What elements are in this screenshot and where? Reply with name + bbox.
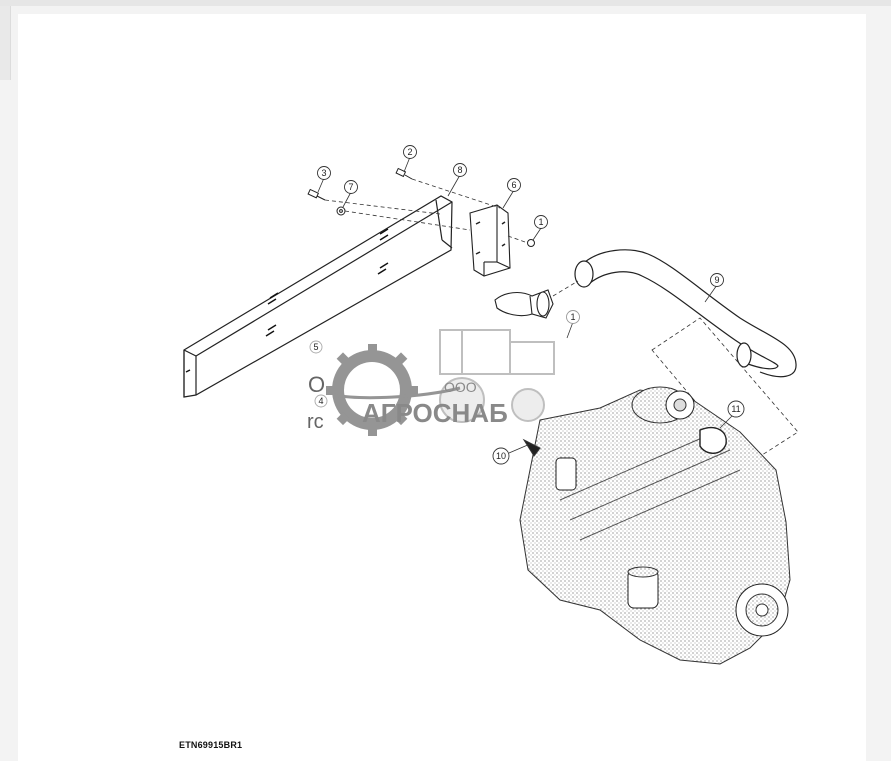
svg-text:3: 3 bbox=[321, 168, 326, 178]
svg-text:1: 1 bbox=[570, 312, 575, 322]
svg-text:9: 9 bbox=[714, 275, 719, 285]
svg-text:10: 10 bbox=[496, 451, 506, 461]
svg-text:6: 6 bbox=[511, 180, 516, 190]
watermark-company-name: АГРОСНАБ bbox=[362, 398, 508, 428]
callout-5: 5 bbox=[309, 340, 323, 354]
svg-text:7: 7 bbox=[348, 182, 353, 192]
svg-text:1: 1 bbox=[538, 217, 543, 227]
svg-text:8: 8 bbox=[457, 165, 462, 175]
callout-8: 8 bbox=[453, 163, 467, 177]
watermark-fragment-1: О bbox=[308, 372, 325, 397]
callout-3: 3 bbox=[317, 166, 331, 180]
callout-1a: 1 bbox=[534, 215, 548, 229]
svg-text:2: 2 bbox=[407, 147, 412, 157]
watermark-fragment-2: rc bbox=[307, 411, 324, 433]
callout-9: 9 bbox=[710, 273, 724, 287]
bolt-part bbox=[307, 167, 535, 247]
watermark-logo: ООО АГРОСНАБ О rc bbox=[307, 329, 555, 436]
svg-text:5: 5 bbox=[313, 342, 318, 352]
svg-text:4: 4 bbox=[318, 396, 323, 406]
callout-2: 2 bbox=[403, 145, 417, 159]
callout-7: 7 bbox=[344, 180, 358, 194]
top-bar bbox=[0, 0, 891, 6]
watermark-company-form: ООО bbox=[444, 379, 477, 395]
watermark-gear bbox=[326, 344, 461, 436]
hose-fitting-part bbox=[494, 289, 554, 319]
intake-hose-part bbox=[574, 249, 797, 378]
callouts: 1 1 2 3 4 5 6 7 bbox=[309, 145, 745, 465]
callout-1b: 1 bbox=[566, 310, 580, 324]
figure-code-label: ETN69915BR1 bbox=[179, 740, 243, 750]
callout-10: 10 bbox=[492, 447, 510, 465]
engine-block bbox=[519, 386, 791, 665]
mounting-bracket-part bbox=[469, 204, 511, 277]
side-strip bbox=[0, 6, 11, 80]
side-panel-part bbox=[183, 195, 453, 398]
svg-text:11: 11 bbox=[731, 404, 740, 414]
callout-leaders bbox=[317, 156, 735, 454]
callout-6: 6 bbox=[507, 178, 521, 192]
callout-11: 11 bbox=[727, 400, 745, 418]
callout-4: 4 bbox=[314, 394, 328, 408]
